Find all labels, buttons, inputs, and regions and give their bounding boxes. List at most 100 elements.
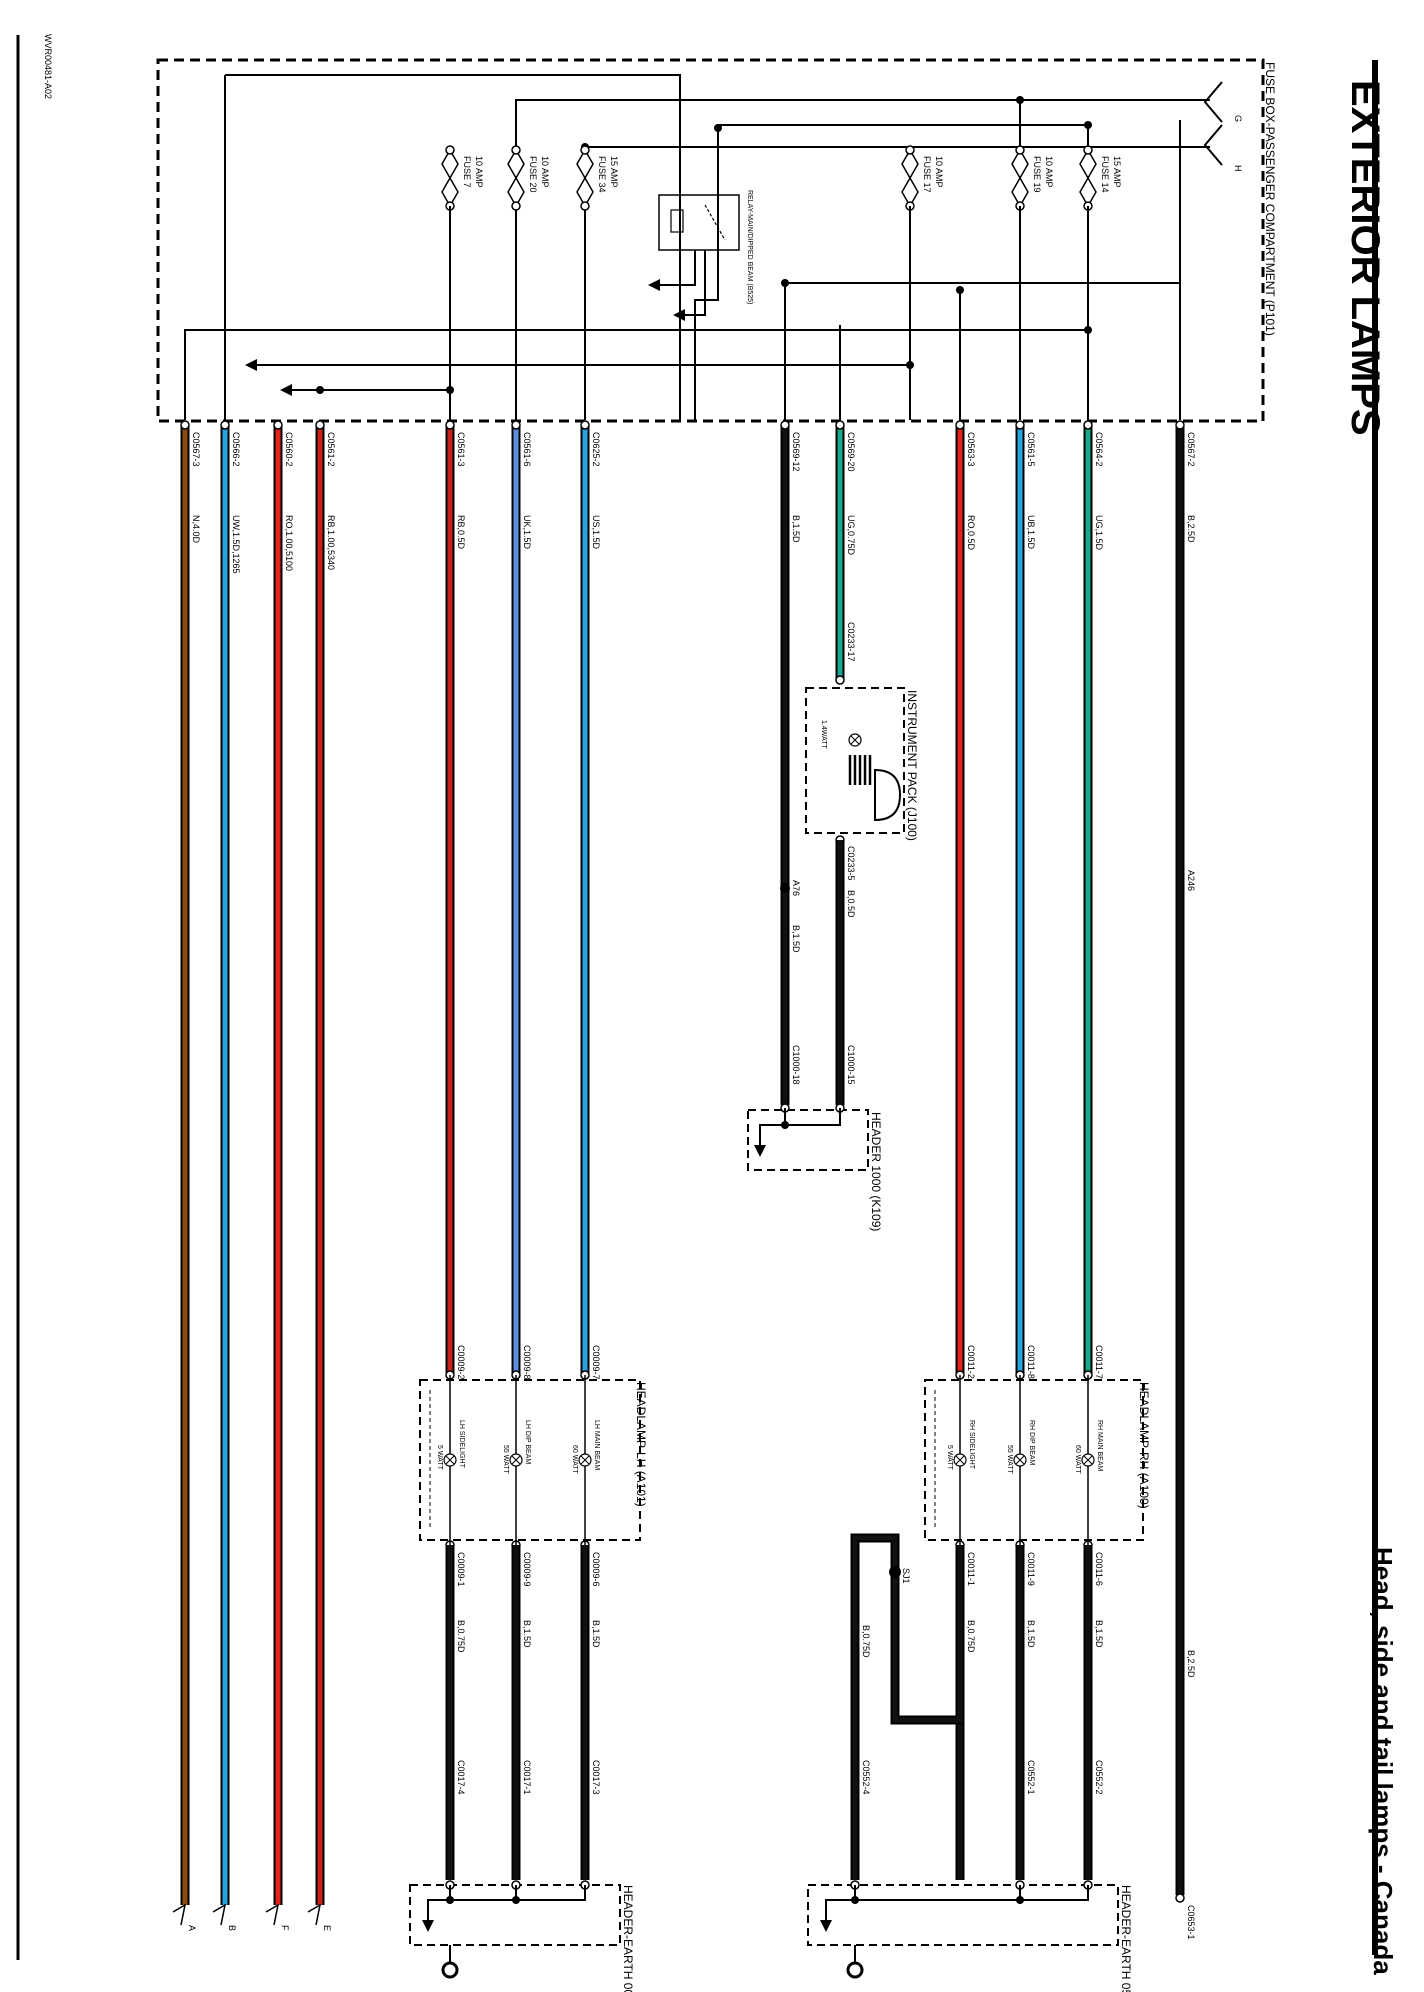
fuse-symbol	[441, 148, 459, 208]
arrow-head	[245, 359, 257, 371]
lamp-watt: 55 WATT	[1006, 1445, 1013, 1475]
junction-dot	[1016, 96, 1024, 104]
fuse-terminal	[905, 145, 915, 155]
wire-connector-label: C0569-20	[846, 432, 856, 472]
lamp-name: LH DIP BEAM	[524, 1420, 531, 1464]
feed-g-symbol	[1203, 81, 1223, 123]
lamp-watt: 60 WATT	[571, 1445, 578, 1475]
splice-sj1-label: SJ1	[901, 1568, 911, 1584]
junction-dot	[1016, 1896, 1024, 1904]
fuse-name: FUSE 7	[462, 156, 472, 188]
page-title: EXTERIOR LAMPS	[1343, 80, 1387, 436]
header-0552-label: HEADER-EARTH 0552 (K108)	[1119, 1885, 1133, 1992]
junction-dot	[512, 1896, 520, 1904]
lamp-in-pin: C0009-2	[456, 1345, 466, 1380]
feed-g-label: G	[1233, 115, 1243, 122]
fuse-symbol	[901, 148, 919, 208]
wire-code-label: B,1.5D	[791, 515, 801, 543]
bulb-filament	[580, 1455, 590, 1465]
page-subtitle: Head, side and tail lamps - Canada	[1368, 1547, 1398, 1975]
output-terminal-symbol	[265, 1903, 280, 1926]
wire-connector-label: C0625-2	[591, 432, 601, 467]
fuse-terminal	[580, 201, 590, 211]
reference-code: WVR00481-A02	[43, 34, 53, 99]
arrow-head	[280, 384, 292, 396]
h0552-pin-1: C0552-2	[1094, 1760, 1104, 1795]
connector-pin	[511, 420, 521, 430]
arrow-head	[422, 1920, 434, 1932]
header-0552-earth-icon	[846, 1961, 864, 1979]
relay-box	[658, 194, 740, 251]
wire-code-label: RO,0.5D	[966, 515, 976, 551]
wire-connector-label: C0561-6	[522, 432, 532, 467]
lamp-out-pin: C0009-1	[456, 1552, 466, 1587]
fuse-rating: 10 AMP	[474, 156, 484, 188]
connector-pin	[1083, 420, 1093, 430]
lamp-in-pin: C0011-7	[1094, 1345, 1104, 1379]
lamp-in-pin: C0009-8	[522, 1345, 532, 1380]
junction-dot	[781, 279, 789, 287]
wire-code-label: UG,0.75D	[846, 515, 856, 556]
fuse-box-title: FUSE BOX-PASSENGER COMPARTMENT (P101)	[1263, 62, 1277, 336]
connector-pin	[273, 420, 283, 430]
bulb-filament	[445, 1455, 455, 1465]
h1000-pin-2: C1000-18	[791, 1045, 801, 1085]
relay-label: RELAY-MAIN/DIPPED BEAM (B525)	[746, 190, 753, 304]
connector-pin	[1175, 420, 1185, 430]
wire-code-label: UB,1.5D	[1026, 515, 1036, 550]
connector-pin	[445, 420, 455, 430]
wire-code-label: N,4.0D	[191, 515, 201, 544]
feed-h-symbol	[1203, 124, 1223, 166]
junction-dot	[446, 1896, 454, 1904]
wire-code-label: UK,1.5D	[522, 515, 532, 550]
wire-code-label: RO,1.00,5100	[284, 515, 294, 571]
relay-contact	[704, 204, 726, 241]
splice-a76-label: A76	[791, 880, 801, 896]
wire-code-label: UG,1.5D	[1094, 515, 1104, 551]
header-0017-earth-icon	[441, 1961, 459, 1979]
output-label-F: F	[280, 1925, 290, 1931]
h1000-internal	[759, 1108, 841, 1145]
fuse-box-outline	[156, 58, 1265, 423]
lamp-name: LH MAIN BEAM	[593, 1420, 600, 1470]
header-1000-label: HEADER 1000 (K109)	[869, 1112, 883, 1231]
h1000-pin-1: C1000-15	[846, 1045, 856, 1085]
wire-connector-label: C0561-5	[1026, 432, 1036, 467]
connector-pin	[220, 420, 230, 430]
instrument-pin-out: C0233-5	[846, 846, 856, 881]
fuse-rating: 10 AMP	[540, 156, 550, 188]
lh-out-code: B,1.5D	[522, 1620, 532, 1648]
h1000-code-2: B,1.5D	[791, 925, 801, 953]
internal-bus-4	[255, 206, 911, 366]
fuse-symbol	[1079, 148, 1097, 208]
route-top-loop	[225, 74, 681, 205]
bulb-filament	[511, 1455, 521, 1465]
main-ground-connector: C0653-1	[1186, 1905, 1196, 1940]
junction-dot	[781, 1121, 789, 1129]
fuse-terminal	[445, 145, 455, 155]
fuse-name: FUSE 34	[597, 156, 607, 193]
connector-pin	[835, 420, 845, 430]
output-terminal-symbol	[172, 1903, 187, 1926]
headlamp-rh-label: HEADLAMP-RH (A100)	[1137, 1382, 1151, 1509]
wire-code-label: UW,1.5D,1265	[231, 515, 241, 574]
rh-out-code: B,0.75D	[966, 1620, 976, 1653]
h0552-pin-2: C0552-1	[1026, 1760, 1036, 1795]
lh-out-code: B,0.75D	[456, 1620, 466, 1653]
wire-connector-label: C0567-2	[1186, 432, 1196, 467]
connector-pin	[835, 675, 845, 685]
junction-dot	[956, 286, 964, 294]
fuse-symbol	[507, 148, 525, 208]
lamp-watt: 60 WATT	[1074, 1445, 1081, 1475]
sidelight-loop-casing	[850, 1533, 965, 1880]
lamp-out-pin: C0009-6	[591, 1552, 601, 1587]
lamp-out-pin: C0011-9	[1026, 1552, 1036, 1586]
fuse-name: FUSE 19	[1032, 156, 1042, 193]
junction-dot	[446, 386, 454, 394]
h0017-pin: C0017-1	[522, 1760, 532, 1795]
lamp-name: RH SIDELIGHT	[968, 1420, 975, 1470]
junction-dot	[851, 1896, 859, 1904]
fuse-terminal	[511, 201, 521, 211]
diagram-labels: EXTERIOR LAMPS Head, side and tail lamps …	[43, 34, 1398, 1992]
